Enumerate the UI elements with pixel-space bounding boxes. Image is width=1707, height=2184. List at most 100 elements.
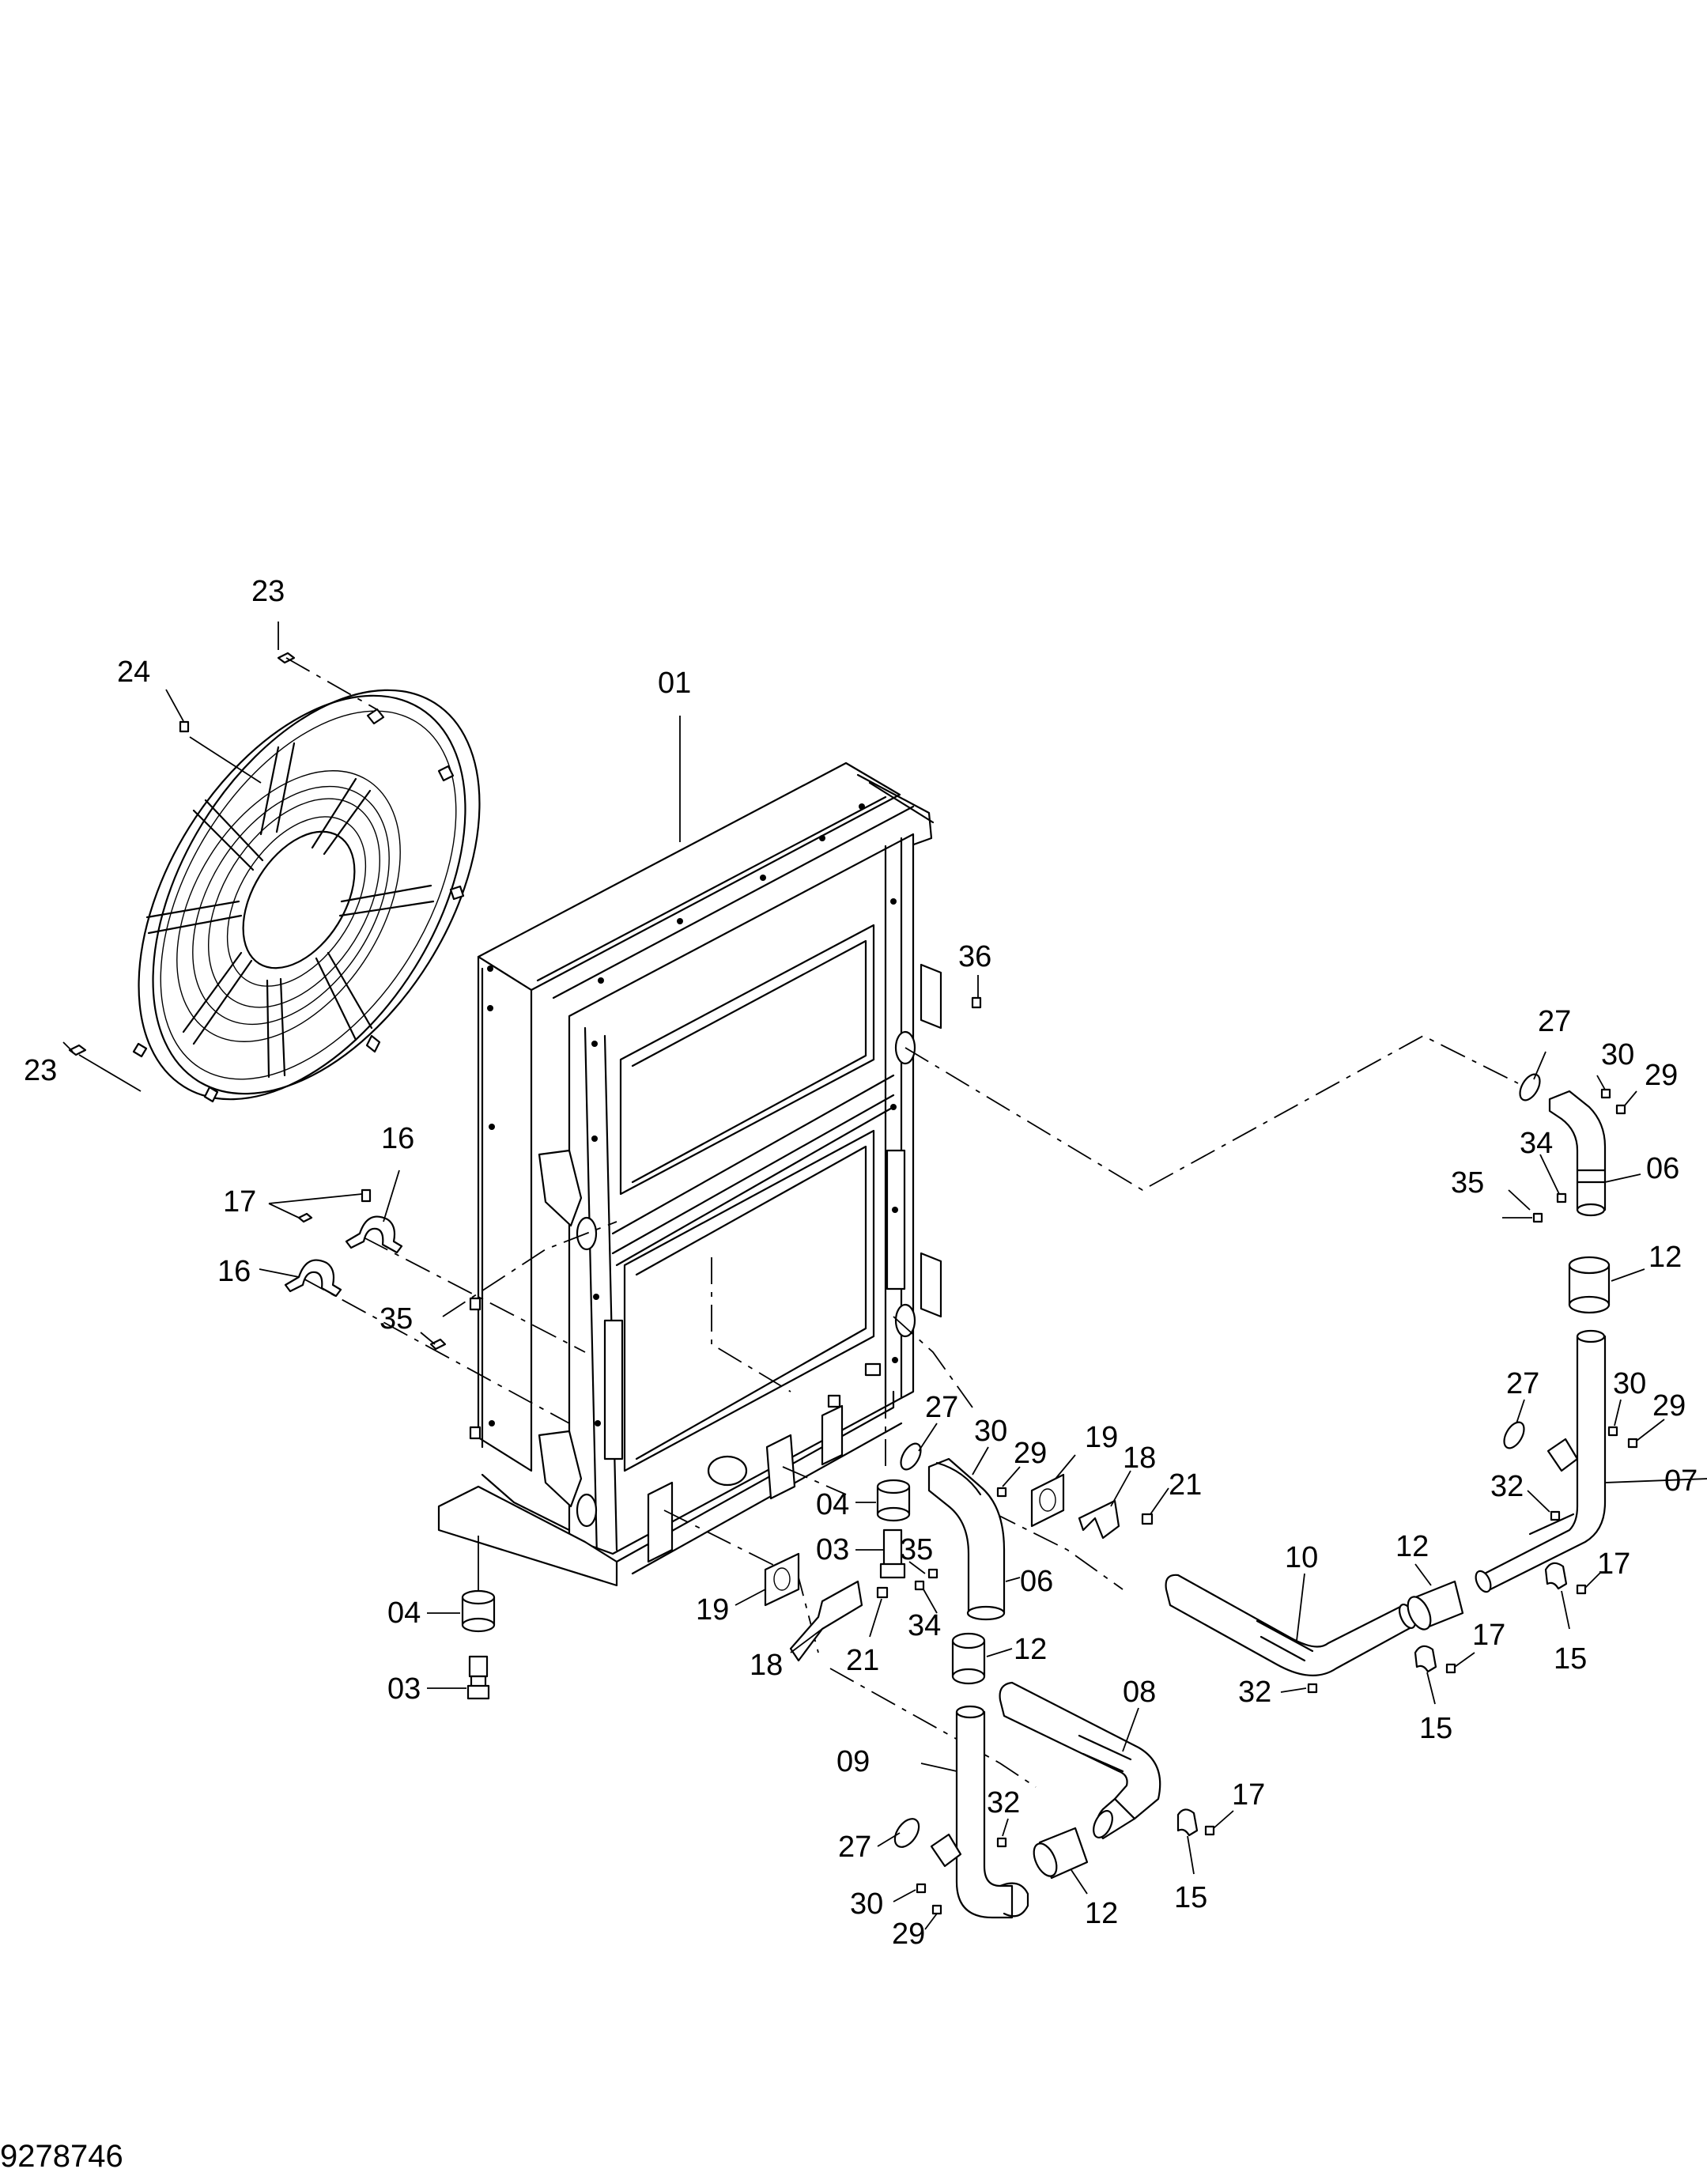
callout-35: 35 — [900, 1533, 933, 1566]
pipe-clamp-icon — [284, 1215, 403, 1298]
callout-21: 21 — [1169, 1468, 1202, 1502]
callout-18: 18 — [750, 1649, 783, 1682]
bolt-icon — [996, 1487, 1007, 1498]
callout-35: 35 — [1451, 1166, 1484, 1200]
bolt-icon — [1607, 1426, 1618, 1437]
callout-04: 04 — [387, 1596, 421, 1630]
bolt-icon — [1445, 1663, 1456, 1674]
o-ring-icon — [900, 1442, 922, 1471]
callout-04: 04 — [816, 1488, 849, 1521]
callout-16: 16 — [217, 1255, 251, 1288]
o-ring-icon — [893, 1818, 920, 1848]
rubber-mount — [876, 1479, 911, 1522]
flange-icon — [1546, 1438, 1579, 1472]
callout-32: 32 — [987, 1786, 1020, 1819]
o-ring-icon — [1503, 1421, 1525, 1449]
fan-guard — [132, 689, 481, 1103]
pipe-09 — [955, 1705, 1029, 1919]
callout-32: 32 — [1490, 1470, 1524, 1503]
bolt-icon — [1550, 1510, 1561, 1521]
bolt-icon — [1615, 1104, 1626, 1115]
callout-34: 34 — [908, 1609, 941, 1642]
pipe-10 — [1165, 1574, 1417, 1676]
bolt-icon — [1627, 1438, 1638, 1449]
bolt-icon — [914, 1580, 925, 1591]
gasket-plate — [1030, 1473, 1065, 1528]
flange-icon — [930, 1833, 962, 1868]
bolt-icon — [1600, 1088, 1611, 1099]
pipe-clamp-icon — [1414, 1645, 1437, 1673]
bolt-icon — [879, 1528, 906, 1579]
callout-27: 27 — [1506, 1367, 1539, 1400]
callout-12: 12 — [1648, 1241, 1682, 1274]
callout-15: 15 — [1554, 1642, 1587, 1676]
callout-34: 34 — [1520, 1127, 1553, 1160]
mounting-bracket — [1078, 1499, 1120, 1540]
callout-12: 12 — [1085, 1897, 1118, 1930]
callout-08: 08 — [1123, 1676, 1156, 1709]
callout-18: 18 — [1123, 1442, 1156, 1475]
callout-19: 19 — [696, 1593, 729, 1627]
pipe-clamp-icon — [1176, 1808, 1199, 1837]
bolt-icon — [1204, 1825, 1215, 1836]
callout-30: 30 — [850, 1887, 883, 1921]
callout-27: 27 — [838, 1831, 871, 1864]
callout-29: 29 — [892, 1918, 925, 1951]
callout-35: 35 — [380, 1302, 413, 1336]
callout-01: 01 — [658, 667, 691, 700]
callout-36: 36 — [958, 940, 991, 973]
bolt-icon — [931, 1904, 942, 1915]
bolt-icon — [876, 1586, 889, 1599]
rivet-dots — [487, 803, 898, 1426]
callout-30: 30 — [1601, 1038, 1634, 1071]
callout-23: 23 — [24, 1054, 57, 1087]
bolt-icon — [927, 1568, 938, 1579]
callout-17: 17 — [1597, 1547, 1630, 1581]
bolt-icon — [466, 1655, 490, 1700]
gasket-plate — [764, 1552, 800, 1607]
callout-15: 15 — [1174, 1881, 1207, 1914]
hose-coupler — [951, 1632, 986, 1685]
callout-32: 32 — [1238, 1676, 1271, 1709]
callout-30: 30 — [974, 1415, 1007, 1448]
callout-29: 29 — [1014, 1437, 1047, 1470]
bolt-icon — [1556, 1192, 1567, 1203]
bolt-icon — [996, 1837, 1007, 1848]
callout-09: 09 — [837, 1745, 870, 1778]
callout-21: 21 — [846, 1644, 879, 1677]
bolt-icon — [916, 1883, 927, 1894]
callout-17: 17 — [1232, 1778, 1265, 1812]
callout-29: 29 — [1652, 1389, 1686, 1423]
hose-coupler — [1568, 1256, 1611, 1314]
pipe-clamp-icon — [1544, 1562, 1568, 1590]
callout-19: 19 — [1085, 1421, 1118, 1454]
callout-29: 29 — [1645, 1059, 1678, 1092]
callout-23: 23 — [251, 575, 285, 608]
bolt-icon — [1141, 1513, 1154, 1525]
callout-24: 24 — [117, 656, 150, 689]
bolt-icon — [297, 996, 982, 1351]
callout-17: 17 — [1472, 1619, 1505, 1652]
callout-12: 12 — [1395, 1530, 1429, 1563]
callout-27: 27 — [925, 1391, 958, 1424]
callout-07: 07 — [1664, 1464, 1698, 1498]
callout-06: 06 — [1020, 1565, 1053, 1598]
callout-27: 27 — [1538, 1005, 1571, 1038]
callout-03: 03 — [816, 1533, 849, 1566]
o-ring-icon — [1519, 1073, 1541, 1101]
rubber-mount — [461, 1589, 496, 1633]
hose-elbow — [927, 1457, 1006, 1621]
mounting-bracket — [789, 1580, 863, 1662]
pipe-07 — [1475, 1329, 1607, 1593]
hose-coupler — [1407, 1580, 1464, 1630]
bolt-icon — [1576, 1584, 1587, 1595]
pipe-08 — [999, 1681, 1161, 1840]
callout-10: 10 — [1285, 1541, 1318, 1574]
callout-03: 03 — [387, 1672, 421, 1706]
callout-16: 16 — [381, 1122, 414, 1155]
document-number: 9278746 — [0, 2139, 123, 2174]
hose-elbow — [1548, 1090, 1607, 1217]
hose-coupler — [1033, 1827, 1089, 1880]
callout-06: 06 — [1646, 1152, 1679, 1185]
